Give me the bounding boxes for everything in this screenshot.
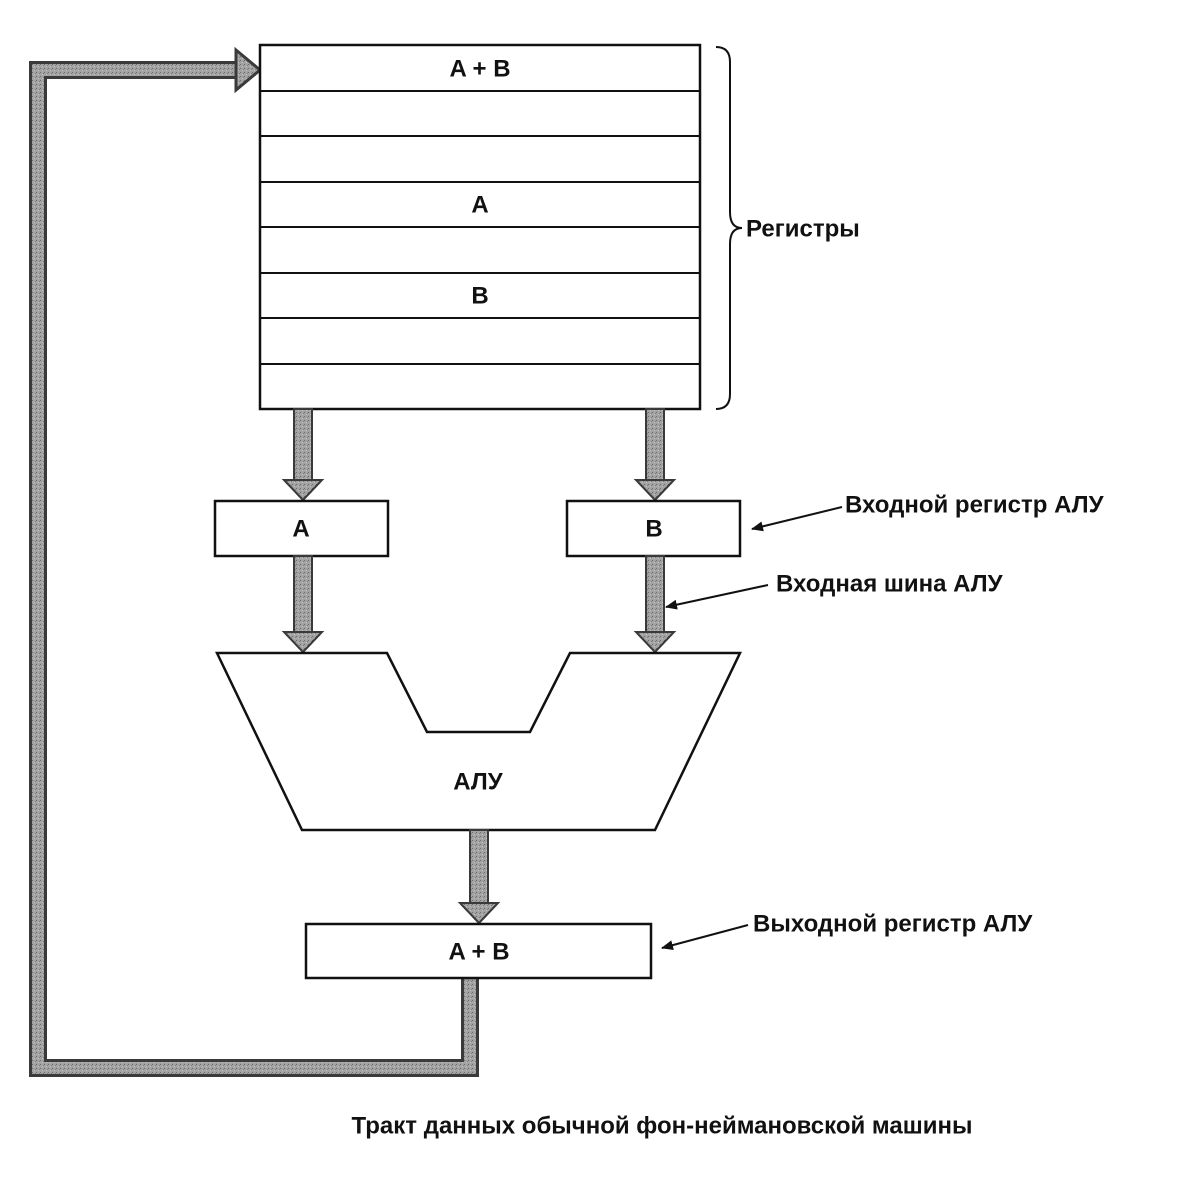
- output-register-pointer: [661, 924, 749, 950]
- figure-caption: Тракт данных обычной фон-неймановской ма…: [352, 1113, 973, 1140]
- registers-label: Регистры: [746, 216, 860, 243]
- input-register-b: [565, 499, 742, 558]
- alu: [215, 651, 742, 832]
- input-bus-pointer: [665, 584, 769, 610]
- bus-arrow-reg-to-b: [633, 408, 677, 502]
- register-cell-label: A + B: [449, 56, 510, 83]
- input-bus-annotation: Входная шина АЛУ: [776, 571, 1004, 598]
- register-file: A + B A B: [258, 43, 702, 411]
- output-bus: [457, 829, 501, 925]
- alu-label: АЛУ: [453, 769, 503, 796]
- input-register-a: [213, 499, 390, 558]
- register-cell-label: B: [471, 283, 488, 310]
- input-register-annotation: Входной регистр АЛУ: [845, 492, 1105, 519]
- input-register-b-label: B: [645, 516, 662, 543]
- register-cell-label: A: [471, 192, 488, 219]
- feedback-arrowhead: [234, 46, 263, 94]
- output-register: [304, 922, 653, 980]
- bus-arrow-reg-to-a: [281, 408, 325, 502]
- output-register-label: A + B: [448, 939, 509, 966]
- output-register-annotation: Выходной регистр АЛУ: [753, 911, 1033, 938]
- input-bus-a: [281, 555, 325, 654]
- input-bus-b: [633, 555, 677, 654]
- feedback-bus: [29, 46, 479, 1077]
- registers-brace: [715, 46, 743, 410]
- input-register-pointer: [751, 506, 843, 532]
- input-register-a-label: A: [292, 516, 309, 543]
